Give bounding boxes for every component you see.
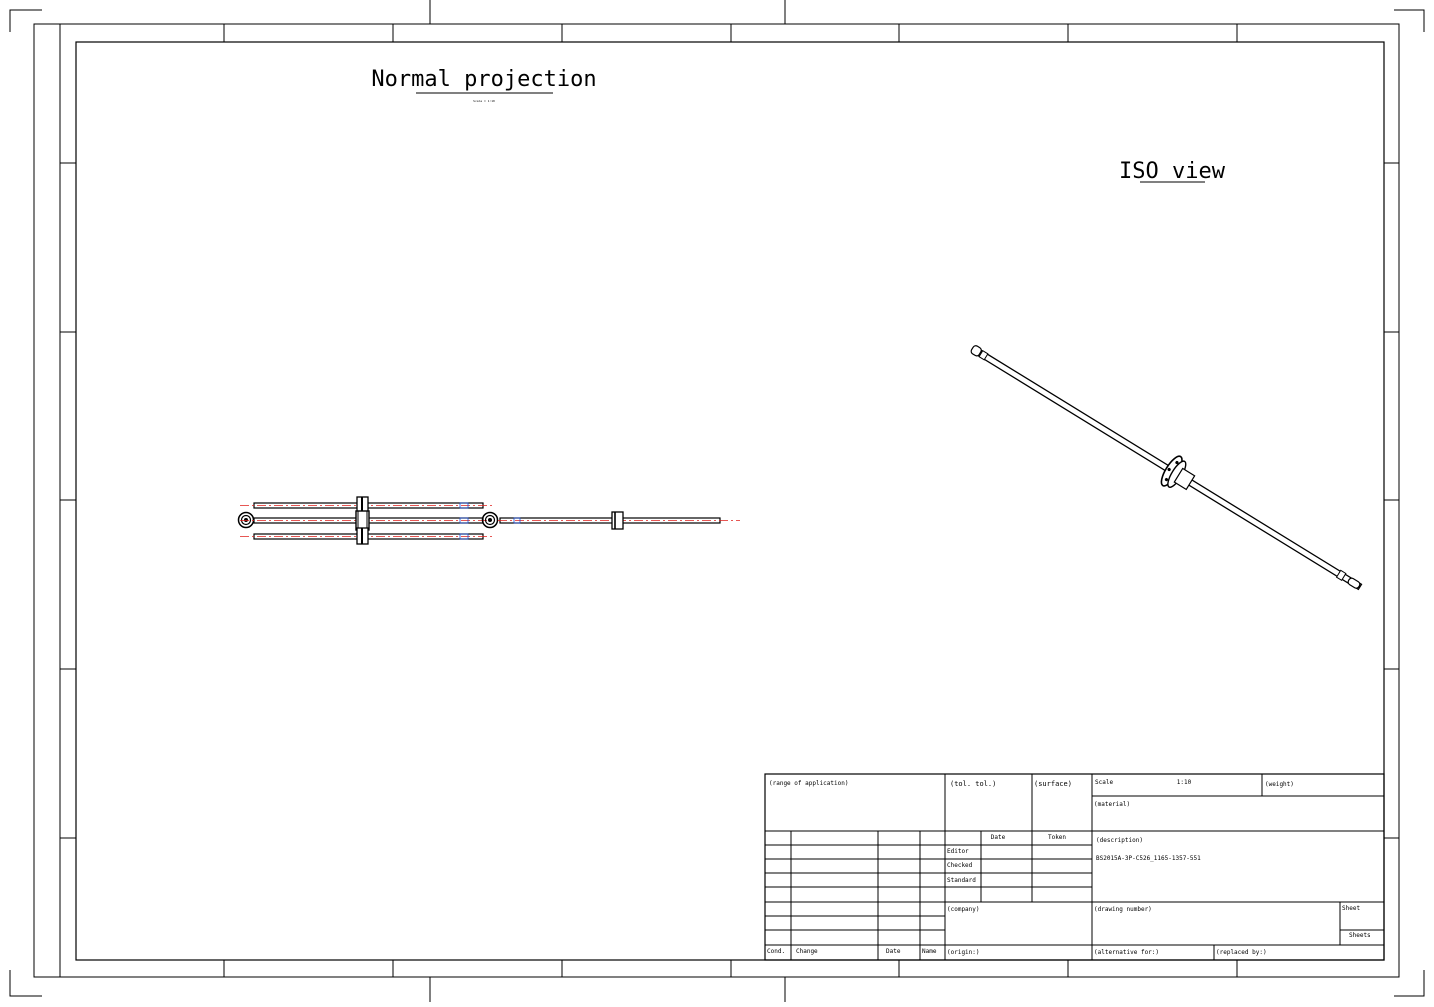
range-of-application-label: (range of application) — [769, 780, 848, 787]
iso-view — [970, 345, 1363, 591]
normal-projection-scale: Scale = 1:10 — [473, 99, 495, 103]
sheets-label: Sheets — [1349, 932, 1371, 939]
weight-label: (weight) — [1265, 781, 1294, 788]
standard-label: Standard — [947, 877, 976, 884]
crop-marks — [9, 9, 1425, 997]
title-block: (range of application) (tol. tol.) (surf… — [764, 773, 1385, 961]
description-value: BS2015A-3P-C526_1165-1357-551 — [1096, 855, 1201, 862]
inner-frame — [75, 41, 1385, 961]
date-header: Date — [991, 834, 1006, 841]
origin-label: (origin:) — [947, 949, 980, 956]
checked-label: Checked — [947, 862, 973, 869]
normal-projection-view — [237, 496, 740, 545]
company-label: (company) — [947, 906, 980, 913]
date-label: Date — [886, 948, 901, 955]
drawing-number-label: (drawing number) — [1094, 906, 1152, 913]
shaft-top-view — [240, 496, 492, 514]
material-label: (material) — [1094, 801, 1130, 808]
normal-projection-title: Normal projection — [371, 67, 596, 92]
surface-label: (surface) — [1034, 780, 1072, 788]
alternative-for-label: (alternative for:) — [1094, 949, 1159, 956]
shaft-bottom-view — [240, 527, 492, 545]
shaft-front-view — [237, 510, 499, 531]
change-label: Change — [796, 948, 818, 955]
sheet-label: Sheet — [1342, 905, 1360, 912]
tolerance-label: (tol. tol.) — [950, 780, 996, 788]
shaft-side-view — [498, 511, 740, 530]
name-label: Name — [922, 948, 937, 955]
scale-label: Scale — [1095, 779, 1113, 786]
description-label: (description) — [1096, 837, 1143, 844]
zone-dividers — [59, 0, 1399, 1002]
token-header: Token — [1048, 834, 1066, 841]
iso-view-title: ISO view — [1119, 159, 1226, 184]
scale-value: 1:10 — [1177, 779, 1192, 786]
editor-label: Editor — [947, 848, 969, 855]
replaced-by-label: (replaced by:) — [1216, 949, 1267, 956]
cond-label: Cond. — [767, 948, 785, 955]
